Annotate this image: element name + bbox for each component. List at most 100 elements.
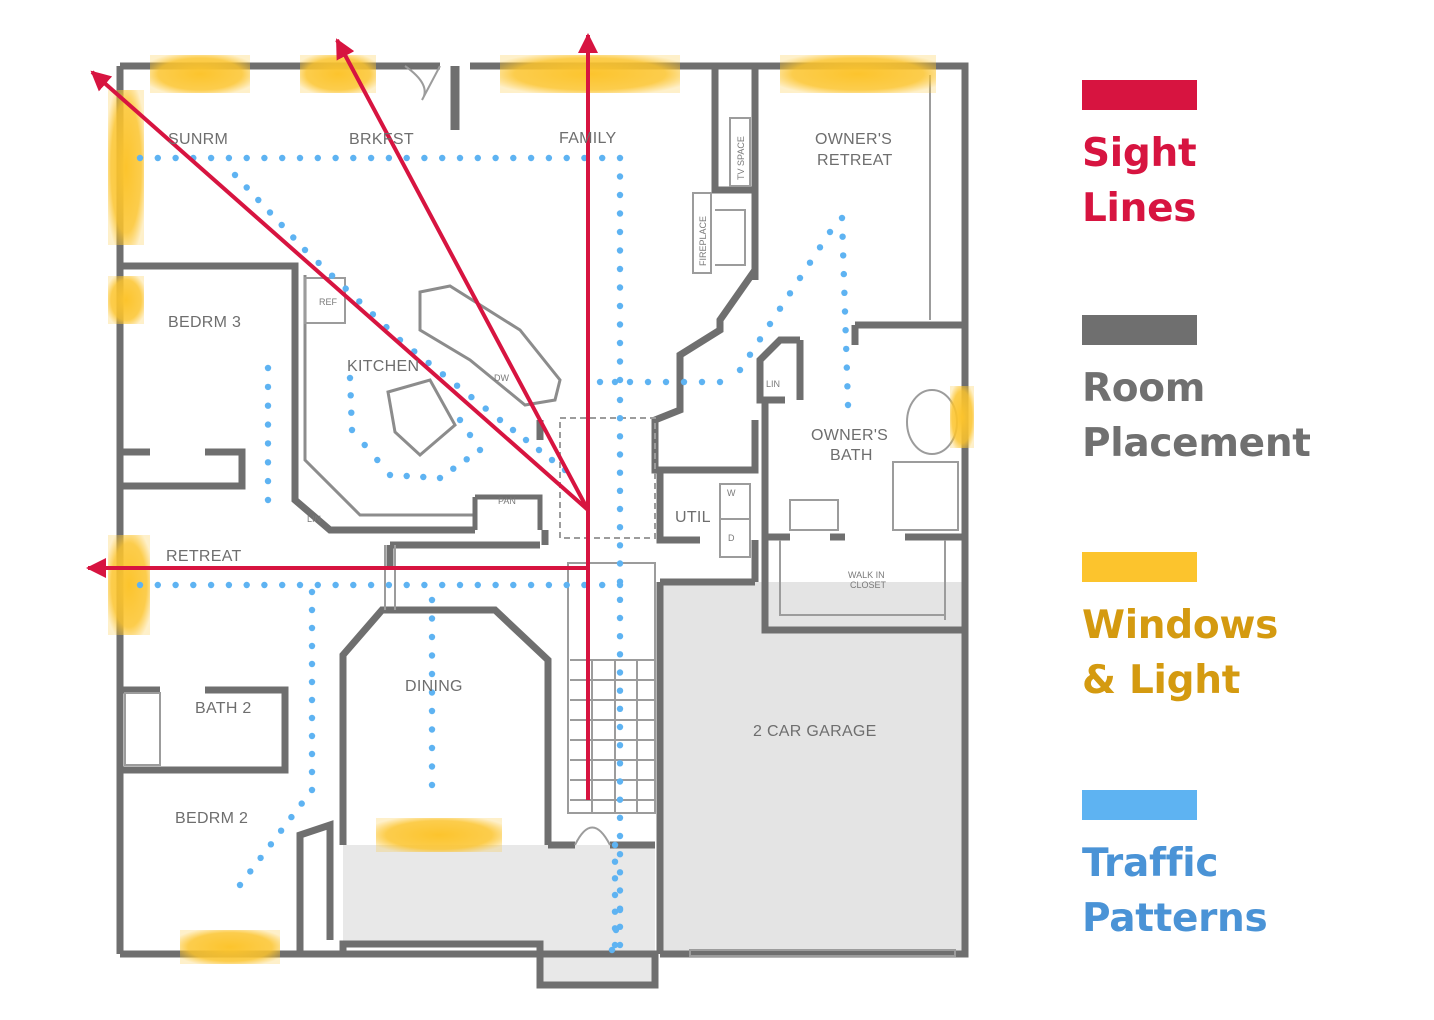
traffic-dot bbox=[136, 581, 144, 589]
traffic-dot bbox=[463, 456, 470, 463]
traffic-dot bbox=[616, 302, 624, 310]
traffic-dot bbox=[278, 221, 285, 229]
traffic-dot bbox=[356, 298, 363, 305]
traffic-dot bbox=[616, 284, 624, 291]
traffic-dot bbox=[264, 421, 272, 428]
traffic-dot bbox=[840, 270, 847, 278]
stair-treads bbox=[570, 659, 655, 813]
traffic-dot bbox=[527, 154, 535, 162]
owner-vanity bbox=[789, 499, 839, 531]
traffic-dot bbox=[716, 378, 724, 386]
traffic-dot bbox=[844, 383, 851, 390]
traffic-dot bbox=[374, 456, 381, 464]
traffic-dot bbox=[616, 210, 624, 217]
traffic-dot bbox=[611, 378, 619, 386]
legend-label-traffic-patterns: Traffic Patterns bbox=[1082, 836, 1268, 946]
traffic-dot bbox=[361, 441, 368, 449]
traffic-dot bbox=[255, 196, 262, 204]
legend-line: Patterns bbox=[1082, 896, 1268, 941]
room-sunroom: SUNRM bbox=[168, 131, 228, 148]
traffic-dot bbox=[308, 696, 316, 704]
fireplace-box bbox=[692, 192, 712, 274]
window-bedrm3-w bbox=[108, 276, 144, 324]
legend-label-room-placement: Room Placement bbox=[1082, 361, 1311, 471]
traffic-dot bbox=[611, 841, 619, 849]
traffic-dot bbox=[243, 184, 250, 191]
traffic-dot bbox=[279, 154, 286, 162]
traffic-dot bbox=[267, 841, 275, 848]
traffic-dot bbox=[746, 351, 754, 358]
traffic-dot bbox=[844, 401, 852, 409]
wall-owner-retreat bbox=[756, 321, 965, 404]
traffic-dot bbox=[509, 426, 517, 434]
traffic-dot bbox=[288, 813, 295, 821]
traffic-dot bbox=[510, 154, 517, 162]
room-kitchen: KITCHEN bbox=[347, 358, 419, 375]
legend-label-sight-lines: Sight Lines bbox=[1082, 126, 1197, 236]
label-dishwasher: DW bbox=[494, 373, 509, 383]
sunroom-door-arc bbox=[404, 65, 441, 101]
traffic-dot bbox=[616, 321, 624, 328]
traffic-dot bbox=[308, 732, 316, 740]
pantry-walls bbox=[472, 494, 543, 530]
wall-bedrm2 bbox=[296, 820, 334, 954]
traffic-dot bbox=[616, 396, 624, 404]
traffic-dot bbox=[680, 378, 688, 386]
traffic-dot bbox=[428, 615, 436, 622]
stairs bbox=[567, 562, 656, 814]
traffic-dot bbox=[616, 524, 624, 531]
traffic-dot bbox=[468, 393, 475, 401]
traffic-dot bbox=[342, 285, 349, 292]
owner-closet-lines bbox=[779, 75, 946, 620]
traffic-dot bbox=[839, 233, 846, 240]
traffic-dot bbox=[439, 581, 446, 589]
legend-line: Lines bbox=[1082, 186, 1197, 231]
traffic-dot bbox=[264, 383, 272, 391]
traffic-dot bbox=[279, 581, 286, 589]
traffic-dot bbox=[698, 378, 706, 386]
traffic-dot bbox=[616, 339, 624, 347]
traffic-dot bbox=[806, 259, 814, 266]
legend-sight-lines: Sight Lines bbox=[1082, 80, 1197, 236]
room-bedroom3: BEDRM 3 bbox=[168, 314, 241, 331]
label-pantry: PAN bbox=[498, 496, 516, 506]
traffic-dot bbox=[616, 376, 624, 384]
traffic-dot bbox=[756, 336, 764, 343]
bathtub bbox=[124, 692, 161, 766]
traffic-dot bbox=[616, 796, 624, 803]
traffic-dot bbox=[264, 440, 272, 447]
window-sunrm-w bbox=[108, 90, 144, 245]
traffic-dot bbox=[616, 247, 624, 254]
room-utility: UTIL bbox=[675, 509, 711, 526]
traffic-dot bbox=[308, 642, 316, 650]
traffic-dot bbox=[616, 451, 624, 458]
traffic-dot bbox=[616, 651, 624, 658]
traffic-dot bbox=[611, 908, 619, 915]
traffic-dot bbox=[350, 581, 357, 589]
traffic-dot bbox=[616, 505, 624, 513]
traffic-dot bbox=[616, 869, 624, 876]
room-dining: DINING bbox=[405, 678, 463, 695]
traffic-dot bbox=[225, 154, 233, 162]
traffic-dot bbox=[527, 581, 535, 589]
label-tv-space: TV SPACE bbox=[736, 136, 746, 180]
traffic-dot bbox=[616, 906, 624, 914]
traffic-dot bbox=[796, 274, 804, 282]
legend-line: Sight bbox=[1082, 131, 1197, 176]
traffic-dot bbox=[563, 581, 570, 589]
traffic-patterns bbox=[136, 154, 852, 954]
traffic-dot bbox=[616, 941, 624, 949]
window-retreat-w bbox=[108, 535, 150, 635]
traffic-dot bbox=[439, 154, 446, 162]
traffic-dot bbox=[548, 456, 556, 464]
windows bbox=[108, 55, 974, 964]
garage-door bbox=[689, 949, 956, 957]
traffic-dot bbox=[456, 581, 464, 589]
traffic-dot bbox=[428, 689, 436, 696]
traffic-dot bbox=[172, 154, 179, 162]
traffic-dot bbox=[616, 228, 624, 236]
traffic-dot bbox=[207, 154, 215, 162]
wall-kitchen-west bbox=[291, 486, 475, 534]
traffic-dot bbox=[616, 887, 624, 894]
traffic-dot bbox=[367, 154, 375, 162]
